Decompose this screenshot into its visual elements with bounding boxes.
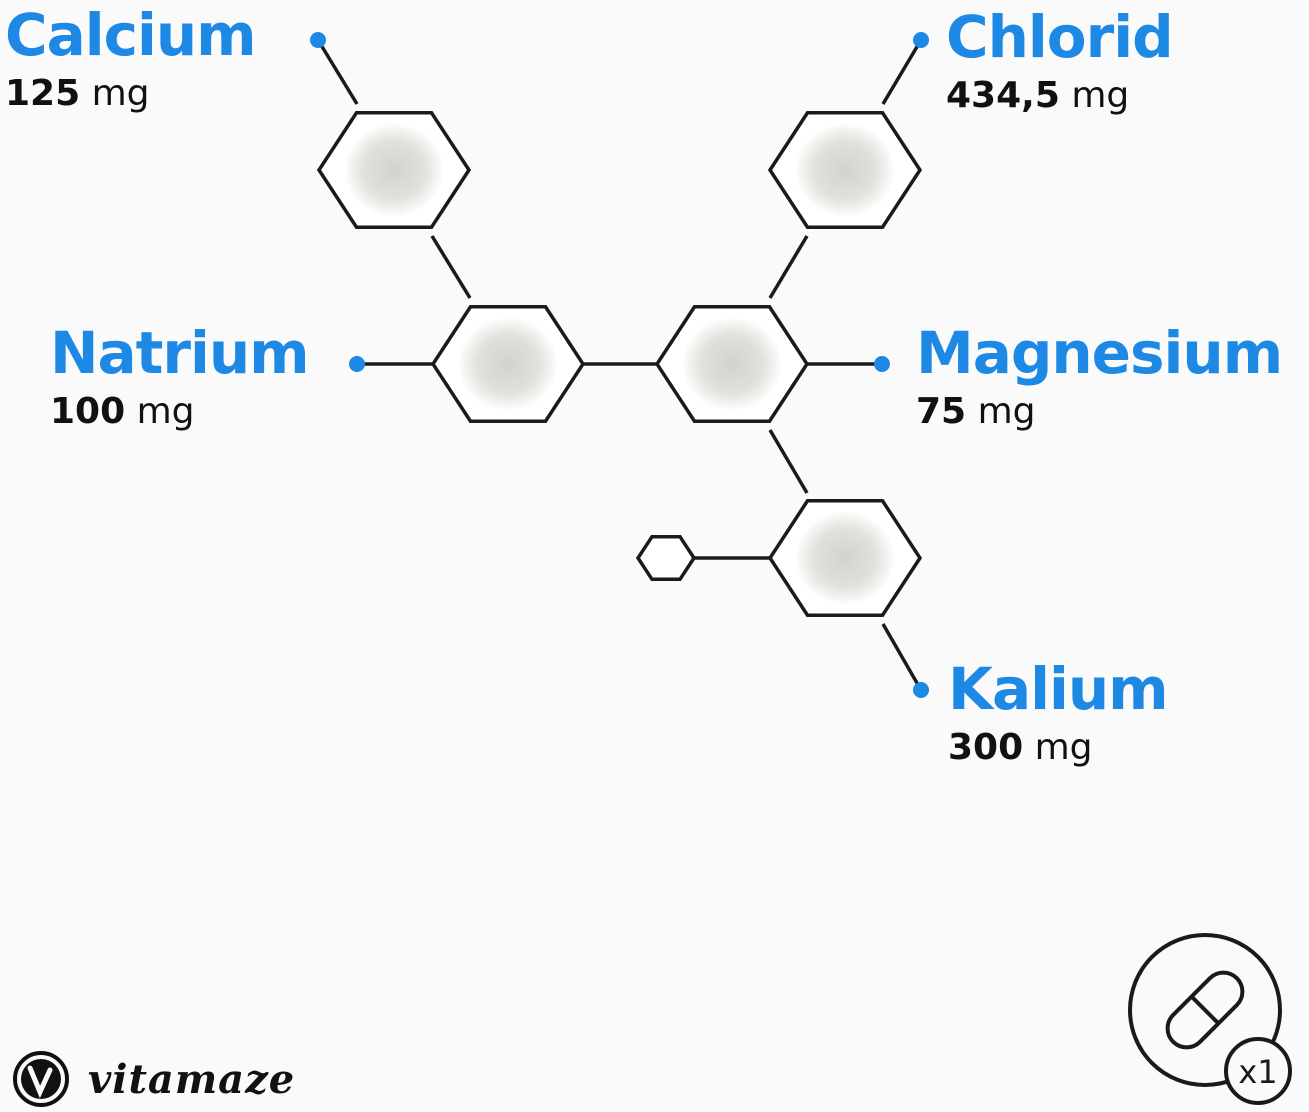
mineral-name: Magnesium bbox=[916, 319, 1283, 387]
mineral-magnesium: Magnesium 75 mg bbox=[916, 319, 1283, 432]
dot-magnesium bbox=[874, 356, 890, 372]
mineral-unit: mg bbox=[91, 73, 150, 114]
connector bbox=[316, 39, 359, 105]
connector bbox=[881, 39, 923, 105]
mineral-unit: mg bbox=[1034, 727, 1093, 768]
mineral-unit: mg bbox=[1071, 75, 1130, 116]
capsule-icon bbox=[1165, 970, 1245, 1050]
dosage-label: x1 bbox=[1238, 1053, 1277, 1091]
brand-logo: vitamaze bbox=[12, 1050, 295, 1108]
connector bbox=[881, 623, 923, 691]
mineral-chlorid: Chlorid 434,5 mg bbox=[946, 3, 1174, 116]
mineral-calcium: Calcium 125 mg bbox=[5, 1, 257, 114]
powder-image bbox=[795, 123, 895, 217]
mineral-value: 100 bbox=[50, 391, 126, 432]
mineral-kalium: Kalium 300 mg bbox=[948, 655, 1169, 768]
brand-name: vitamaze bbox=[88, 1055, 296, 1103]
powder-image bbox=[458, 317, 558, 411]
mineral-name: Chlorid bbox=[946, 3, 1174, 71]
hexagon-small bbox=[635, 534, 697, 582]
dosage-badge: x1 bbox=[1128, 933, 1292, 1105]
connector bbox=[768, 429, 809, 494]
dot-kalium bbox=[913, 682, 929, 698]
brand-monogram-icon bbox=[13, 1051, 69, 1107]
mineral-name: Natrium bbox=[50, 319, 310, 387]
dot-chlorid bbox=[913, 32, 929, 48]
mineral-value: 125 bbox=[5, 73, 81, 114]
powder-image bbox=[682, 317, 782, 411]
dot-natrium bbox=[349, 356, 365, 372]
mineral-value: 75 bbox=[916, 391, 967, 432]
connector bbox=[768, 235, 809, 299]
powder-image bbox=[795, 511, 895, 605]
mineral-unit: mg bbox=[977, 391, 1036, 432]
mineral-value: 300 bbox=[948, 727, 1024, 768]
dot-calcium bbox=[310, 32, 326, 48]
mineral-value: 434,5 bbox=[946, 75, 1060, 116]
connector bbox=[430, 235, 472, 299]
mineral-natrium: Natrium 100 mg bbox=[50, 319, 310, 432]
mineral-unit: mg bbox=[136, 391, 195, 432]
mineral-name: Calcium bbox=[5, 1, 257, 69]
mineral-name: Kalium bbox=[948, 655, 1169, 723]
powder-image bbox=[344, 123, 444, 217]
